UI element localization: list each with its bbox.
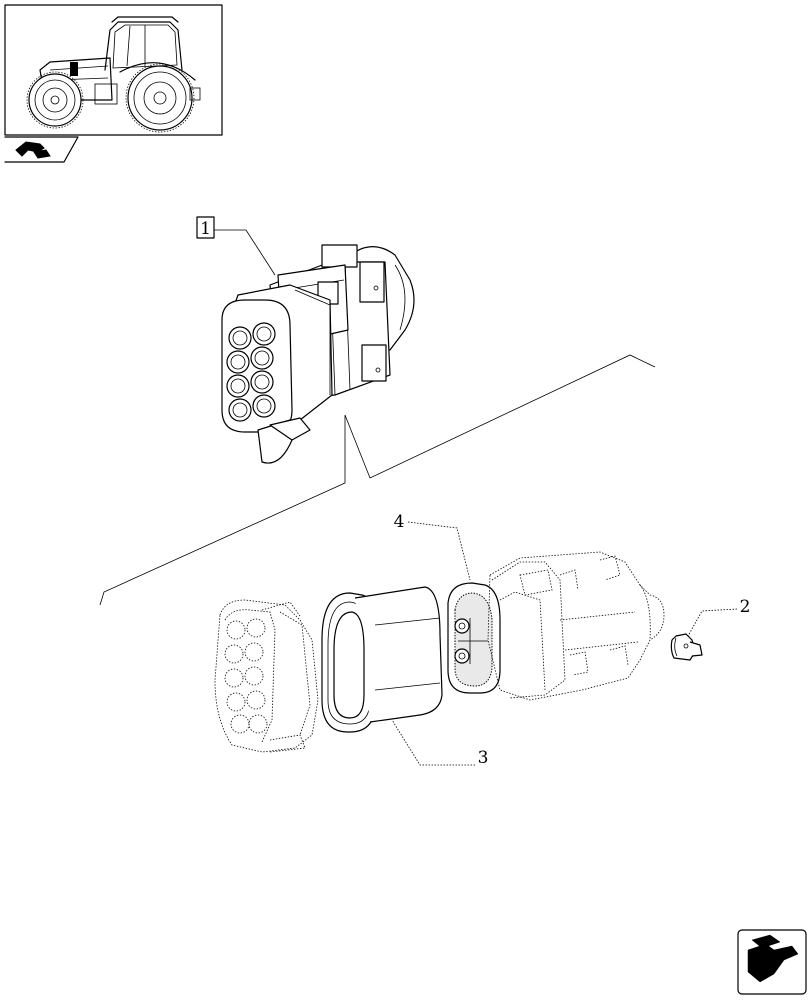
callout-3: 3 xyxy=(391,719,489,768)
section-tab-icon xyxy=(4,136,79,163)
grommet-part-4 xyxy=(447,582,501,694)
seal-sleeve-part-3 xyxy=(321,586,443,733)
callout-2: 2 xyxy=(687,597,751,637)
tractor-thumbnail-icon xyxy=(4,4,223,136)
callout-4-label: 4 xyxy=(394,512,405,532)
receptacle-housing xyxy=(487,551,665,701)
callout-1: 1 xyxy=(196,216,276,276)
plug-insert xyxy=(214,599,319,753)
next-page-icon[interactable] xyxy=(737,929,807,995)
small-plug-part-2 xyxy=(670,633,703,661)
explode-lines xyxy=(99,354,656,606)
callout-2-label: 2 xyxy=(740,597,751,617)
callout-3-label: 3 xyxy=(478,748,489,768)
callout-4: 4 xyxy=(394,512,471,581)
callout-1-label: 1 xyxy=(200,219,211,239)
connector-assembly-part-1 xyxy=(221,244,415,464)
